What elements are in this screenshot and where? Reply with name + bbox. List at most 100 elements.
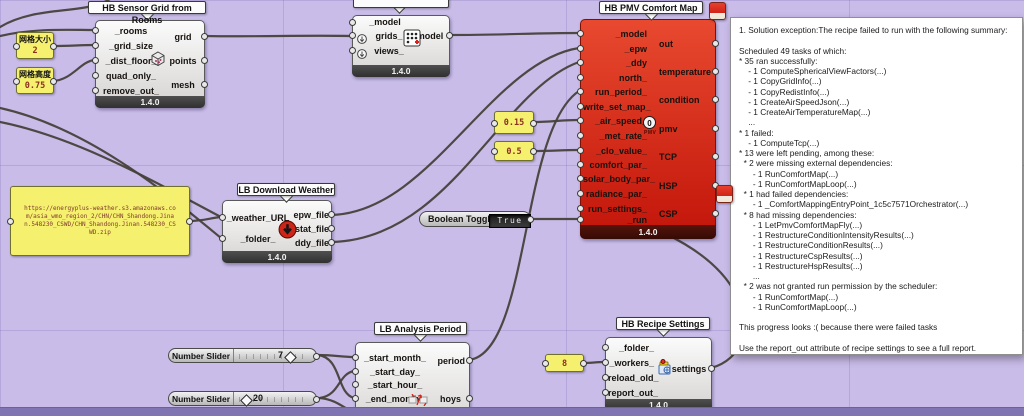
output-nub[interactable] <box>328 225 335 232</box>
output-nub[interactable] <box>580 360 587 367</box>
output-nub[interactable] <box>712 210 719 217</box>
input-nub[interactable] <box>577 147 584 154</box>
boolean-toggle[interactable]: Boolean Toggle True <box>419 211 534 228</box>
output-nub[interactable] <box>50 78 57 85</box>
input-nub[interactable] <box>92 87 99 94</box>
output-nub[interactable] <box>201 33 208 40</box>
output-nub[interactable] <box>328 239 335 246</box>
tooltip-line: - 1 RunComfortMapLoop(...) <box>739 178 857 189</box>
panel-value: 0.15 <box>503 118 525 128</box>
output-nub[interactable] <box>527 216 534 223</box>
input-nub[interactable] <box>7 218 14 225</box>
input-nub[interactable] <box>352 354 359 361</box>
input-nub[interactable] <box>352 395 359 402</box>
input-nub[interactable] <box>577 190 584 197</box>
input-nub[interactable] <box>491 148 498 155</box>
download-weather-component[interactable]: _weather_URL _folder_ epw_file stat_file… <box>219 200 335 263</box>
pmv-icon-label: PMV <box>644 130 657 136</box>
input-nub[interactable] <box>577 161 584 168</box>
slider-track[interactable] <box>239 397 308 402</box>
sensor-grid-component[interactable]: _rooms _grid_size _dist_floor_ quad_only… <box>92 20 208 108</box>
input-nub[interactable] <box>602 359 609 366</box>
input-nub[interactable] <box>577 103 584 110</box>
input-nub[interactable] <box>219 235 226 242</box>
clo-value-panel[interactable]: 0.5 <box>491 141 537 161</box>
input-nub[interactable] <box>577 216 584 223</box>
download-icon <box>278 220 297 244</box>
input-nub[interactable] <box>92 42 99 49</box>
output-nub[interactable] <box>712 153 719 160</box>
output-nub[interactable] <box>712 125 719 132</box>
input-nub[interactable] <box>92 27 99 34</box>
input-nub[interactable] <box>577 74 584 81</box>
input-nub[interactable] <box>352 381 359 388</box>
pmv-map-component[interactable]: _model _epw _ddy north_ run_period_ writ… <box>577 19 719 239</box>
assign-grids-component[interactable]: _model grids_ views_ model 1.4.0 <box>349 15 453 77</box>
wire <box>0 120 223 219</box>
grid-height-panel[interactable]: 网格高度 0.75 <box>13 67 57 94</box>
tooltip-line: - 1 LetPmvComfortMapFly(...) <box>739 219 863 230</box>
input-nub[interactable] <box>577 117 584 124</box>
input-nub[interactable] <box>577 132 584 139</box>
input-label: write_set_map_ <box>583 102 651 112</box>
input-nub[interactable] <box>577 45 584 52</box>
toggle-label: Boolean Toggle <box>428 214 495 224</box>
input-nub[interactable] <box>542 360 549 367</box>
recipe-settings-component[interactable]: _folder_ _workers_ reload_old_ report_ou… <box>602 337 715 411</box>
output-nub[interactable] <box>201 57 208 64</box>
output-nub[interactable] <box>313 353 320 360</box>
error-balloon-icon[interactable] <box>716 185 733 203</box>
output-nub[interactable] <box>446 32 453 39</box>
output-nub[interactable] <box>328 211 335 218</box>
tooltip-line: - 1 RestructureConditionIntensityResults… <box>739 230 914 240</box>
input-label: _rooms <box>114 26 148 36</box>
error-balloon-icon[interactable] <box>709 2 726 20</box>
input-nub[interactable] <box>602 374 609 381</box>
output-nub[interactable] <box>530 148 537 155</box>
output-nub[interactable] <box>466 357 473 364</box>
input-nub[interactable] <box>602 344 609 351</box>
input-nub[interactable] <box>577 88 584 95</box>
output-nub[interactable] <box>530 120 537 127</box>
output-nub[interactable] <box>708 365 715 372</box>
settings-icon <box>656 359 674 382</box>
input-nub[interactable] <box>349 47 356 54</box>
output-nub[interactable] <box>466 395 473 402</box>
output-nub[interactable] <box>201 81 208 88</box>
toggle-state[interactable]: True <box>489 214 531 228</box>
output-nub[interactable] <box>50 43 57 50</box>
input-nub[interactable] <box>349 32 356 39</box>
input-nub[interactable] <box>602 389 609 396</box>
input-nub[interactable] <box>577 205 584 212</box>
workers-panel[interactable]: 8 <box>542 354 587 372</box>
input-nub[interactable] <box>219 214 226 221</box>
input-nub[interactable] <box>577 30 584 37</box>
input-nub[interactable] <box>491 120 498 127</box>
grid-size-panel[interactable]: 网格大小 2 <box>13 32 57 59</box>
input-label: _folder_ <box>618 343 654 353</box>
number-slider-day[interactable]: Number Slider 20 <box>168 391 320 407</box>
output-nub[interactable] <box>313 396 320 403</box>
output-nub[interactable] <box>186 218 193 225</box>
input-label: _model <box>615 29 647 39</box>
output-nub[interactable] <box>712 68 719 75</box>
output-nub[interactable] <box>712 40 719 47</box>
output-nub[interactable] <box>712 96 719 103</box>
analysis-period-component[interactable]: _start_month_ _start_day_ _start_hour_ _… <box>352 342 473 416</box>
air-speed-panel[interactable]: 0.15 <box>491 111 537 134</box>
input-nub[interactable] <box>92 72 99 79</box>
input-nub[interactable] <box>577 175 584 182</box>
slider-track[interactable] <box>239 354 308 359</box>
input-nub[interactable] <box>349 19 356 26</box>
input-nub[interactable] <box>577 59 584 66</box>
input-nub[interactable] <box>352 368 359 375</box>
tooltip-line: 1. Solution exception:The recipe failed … <box>739 25 1008 35</box>
input-label: _folder_ <box>240 234 276 244</box>
input-nub[interactable] <box>13 78 20 85</box>
input-nub[interactable] <box>92 57 99 64</box>
weather-url-panel[interactable]: https://energyplus-weather.s3.amazonaws.… <box>7 186 193 256</box>
input-label: _end_month_ <box>365 394 425 404</box>
input-nub[interactable] <box>13 43 20 50</box>
number-slider-month[interactable]: Number Slider 7 <box>168 348 320 364</box>
